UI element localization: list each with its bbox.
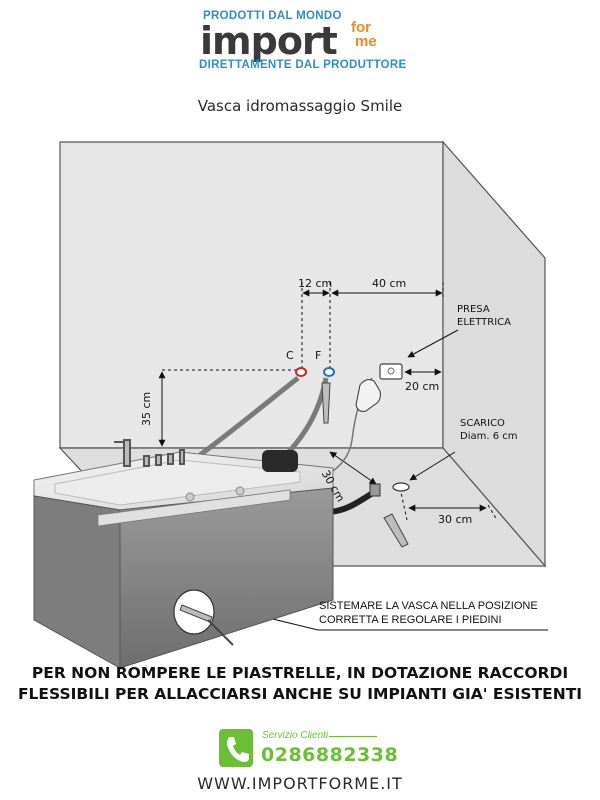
room <box>58 140 547 568</box>
dim-socket-side: 20 cm <box>405 380 440 393</box>
brand-logo: PRODOTTI DAL MONDO import for me DIRETTA… <box>0 0 600 90</box>
feet-note-line1: SISTEMARE LA VASCA NELLA POSIZIONE <box>319 600 538 612</box>
socket-label-line1: PRESA <box>457 304 490 315</box>
logo-for: for <box>351 19 371 36</box>
logo-forme: for me <box>351 19 377 50</box>
service-label: Servizio Clienti <box>262 730 329 741</box>
dim-to-socket: 40 cm <box>372 277 407 290</box>
faucet-icon <box>114 439 185 467</box>
socket-callout-arrow <box>407 329 459 358</box>
service-divider <box>329 736 377 737</box>
drain-label-line1: SCARICO <box>460 418 505 429</box>
phone-number[interactable]: 0286882338 <box>261 744 399 766</box>
socket-label-line2: ELETTRICA <box>457 317 511 328</box>
warning-line2: FLESSIBILI PER ALLACCIARSI ANCHE SU IMPI… <box>17 685 583 703</box>
warning-text: PER NON ROMPERE LE PIASTRELLE, IN DOTAZI… <box>0 663 600 705</box>
drain-callout-arrow <box>409 451 456 481</box>
website-link[interactable]: WWW.IMPORTFORME.IT <box>197 774 403 793</box>
phone-icon <box>219 729 253 767</box>
warning-line1: PER NON ROMPERE LE PIASTRELLE, IN DOTAZI… <box>31 664 569 682</box>
floor-drain <box>392 482 410 492</box>
tub-pillow <box>262 450 298 472</box>
feet-note-line2: CORRETTA E REGOLARE I PIEDINI <box>319 614 502 626</box>
tub-control-strip <box>97 489 291 527</box>
electric-socket <box>379 363 403 380</box>
logo-top-tagline: PRODOTTI DAL MONDO <box>203 10 342 22</box>
jet-nozzle <box>235 486 245 496</box>
hot-label: F <box>315 349 322 362</box>
dim-pipe-spacing: 12 cm <box>298 277 333 290</box>
dim-drain-tub-line <box>329 451 377 485</box>
logo-me: me <box>355 33 377 50</box>
drain-label-line2: Diam. 6 cm <box>460 431 518 442</box>
fittings <box>198 363 410 548</box>
hand-icon <box>355 379 381 412</box>
cold-label: C <box>286 349 294 362</box>
flex-hose-hot <box>198 376 300 457</box>
wrench-icon <box>321 382 331 424</box>
hot-water-outlet <box>295 367 307 377</box>
drain-wrench-icon <box>383 513 409 548</box>
drain-fitting <box>369 483 381 497</box>
jet-nozzle <box>185 492 195 502</box>
page-title: Vasca idromassaggio Smile <box>197 97 403 115</box>
logo-bottom-tagline: DIRETTAMENTE DAL PRODUTTORE <box>199 59 407 71</box>
logo-wordmark: import <box>200 19 338 63</box>
cold-water-outlet <box>323 367 335 377</box>
dim-drain-wall: 30 cm <box>438 513 473 526</box>
back-wall <box>59 141 444 449</box>
bathtub <box>33 439 334 669</box>
dim-height: 35 cm <box>140 391 153 426</box>
